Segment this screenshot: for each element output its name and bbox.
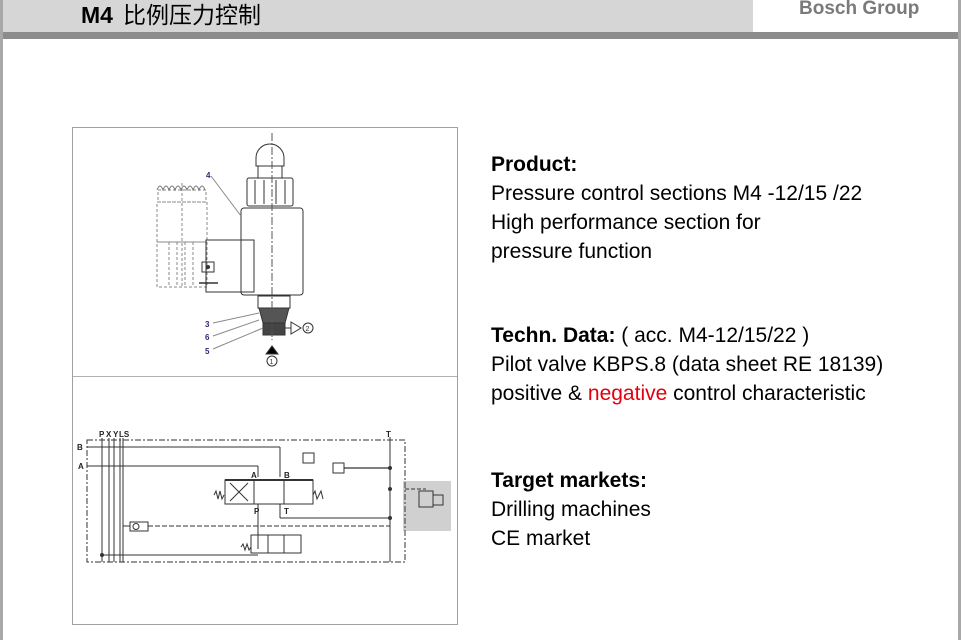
techn-line: Pilot valve KBPS.8 (data sheet RE 18139): [491, 353, 884, 376]
valve-label-B: B: [284, 471, 290, 480]
markets-heading: Target markets:: [491, 469, 648, 492]
title-text: 比例压力控制: [122, 2, 261, 28]
figure-frame: 4 3 6 5 2 1: [72, 127, 458, 625]
svg-text:2: 2: [306, 326, 310, 333]
product-line: High performance section for: [491, 211, 761, 234]
market-item: Drilling machines: [491, 498, 651, 521]
callout-4: 4: [206, 171, 211, 180]
port-label-Y: Y: [113, 430, 119, 439]
brand-area: [753, 0, 958, 32]
product-line: Pressure control sections M4 -12/15 /22: [491, 182, 863, 205]
product-heading: Product:: [491, 153, 578, 176]
callout-5: 5: [205, 347, 210, 356]
char-highlight: negative: [587, 382, 668, 405]
product-section: Product: Pressure control sections M4 -1…: [491, 150, 862, 266]
char-suffix: control characteristic: [667, 382, 866, 405]
line-label-B: B: [77, 443, 83, 452]
valve-label-P: P: [254, 507, 260, 516]
valve-drawing: 4 3 6 5 2 1: [156, 133, 314, 367]
svg-text:1: 1: [270, 359, 274, 366]
title-code: M4: [81, 2, 113, 28]
hydraulic-schematic: P X Y LS T B A A B P T: [77, 430, 451, 563]
port-label-LS: LS: [119, 430, 130, 439]
line-label-A: A: [78, 462, 84, 471]
char-prefix: positive &: [491, 382, 588, 405]
callout-6: 6: [205, 333, 210, 342]
page-title: M4 比例压力控制: [81, 0, 261, 30]
market-item: CE market: [491, 527, 591, 550]
target-markets-section: Target markets: Drilling machines CE mar…: [491, 466, 651, 553]
control-characteristic-line: positive & negative control characterist…: [491, 379, 883, 408]
techn-heading-suffix: ( acc. M4-12/15/22 ): [615, 324, 810, 347]
port-label-P: P: [99, 430, 105, 439]
valve-label-A: A: [251, 471, 257, 480]
valve-label-T: T: [284, 507, 289, 516]
brand-logo-text: Bosch Group: [799, 0, 920, 19]
header-stripe: [3, 32, 958, 39]
page-edge-right: [958, 0, 961, 640]
port-label-T: T: [386, 430, 391, 439]
port-label-X: X: [106, 430, 112, 439]
header-bar: [3, 0, 753, 32]
techn-heading: Techn. Data:: [491, 324, 616, 347]
product-line: pressure function: [491, 240, 653, 263]
figure-divider: [73, 376, 457, 377]
callout-3: 3: [205, 320, 210, 329]
page-edge-left: [0, 0, 3, 640]
techn-data-section: Techn. Data: ( acc. M4-12/15/22 ) Pilot …: [491, 321, 883, 408]
